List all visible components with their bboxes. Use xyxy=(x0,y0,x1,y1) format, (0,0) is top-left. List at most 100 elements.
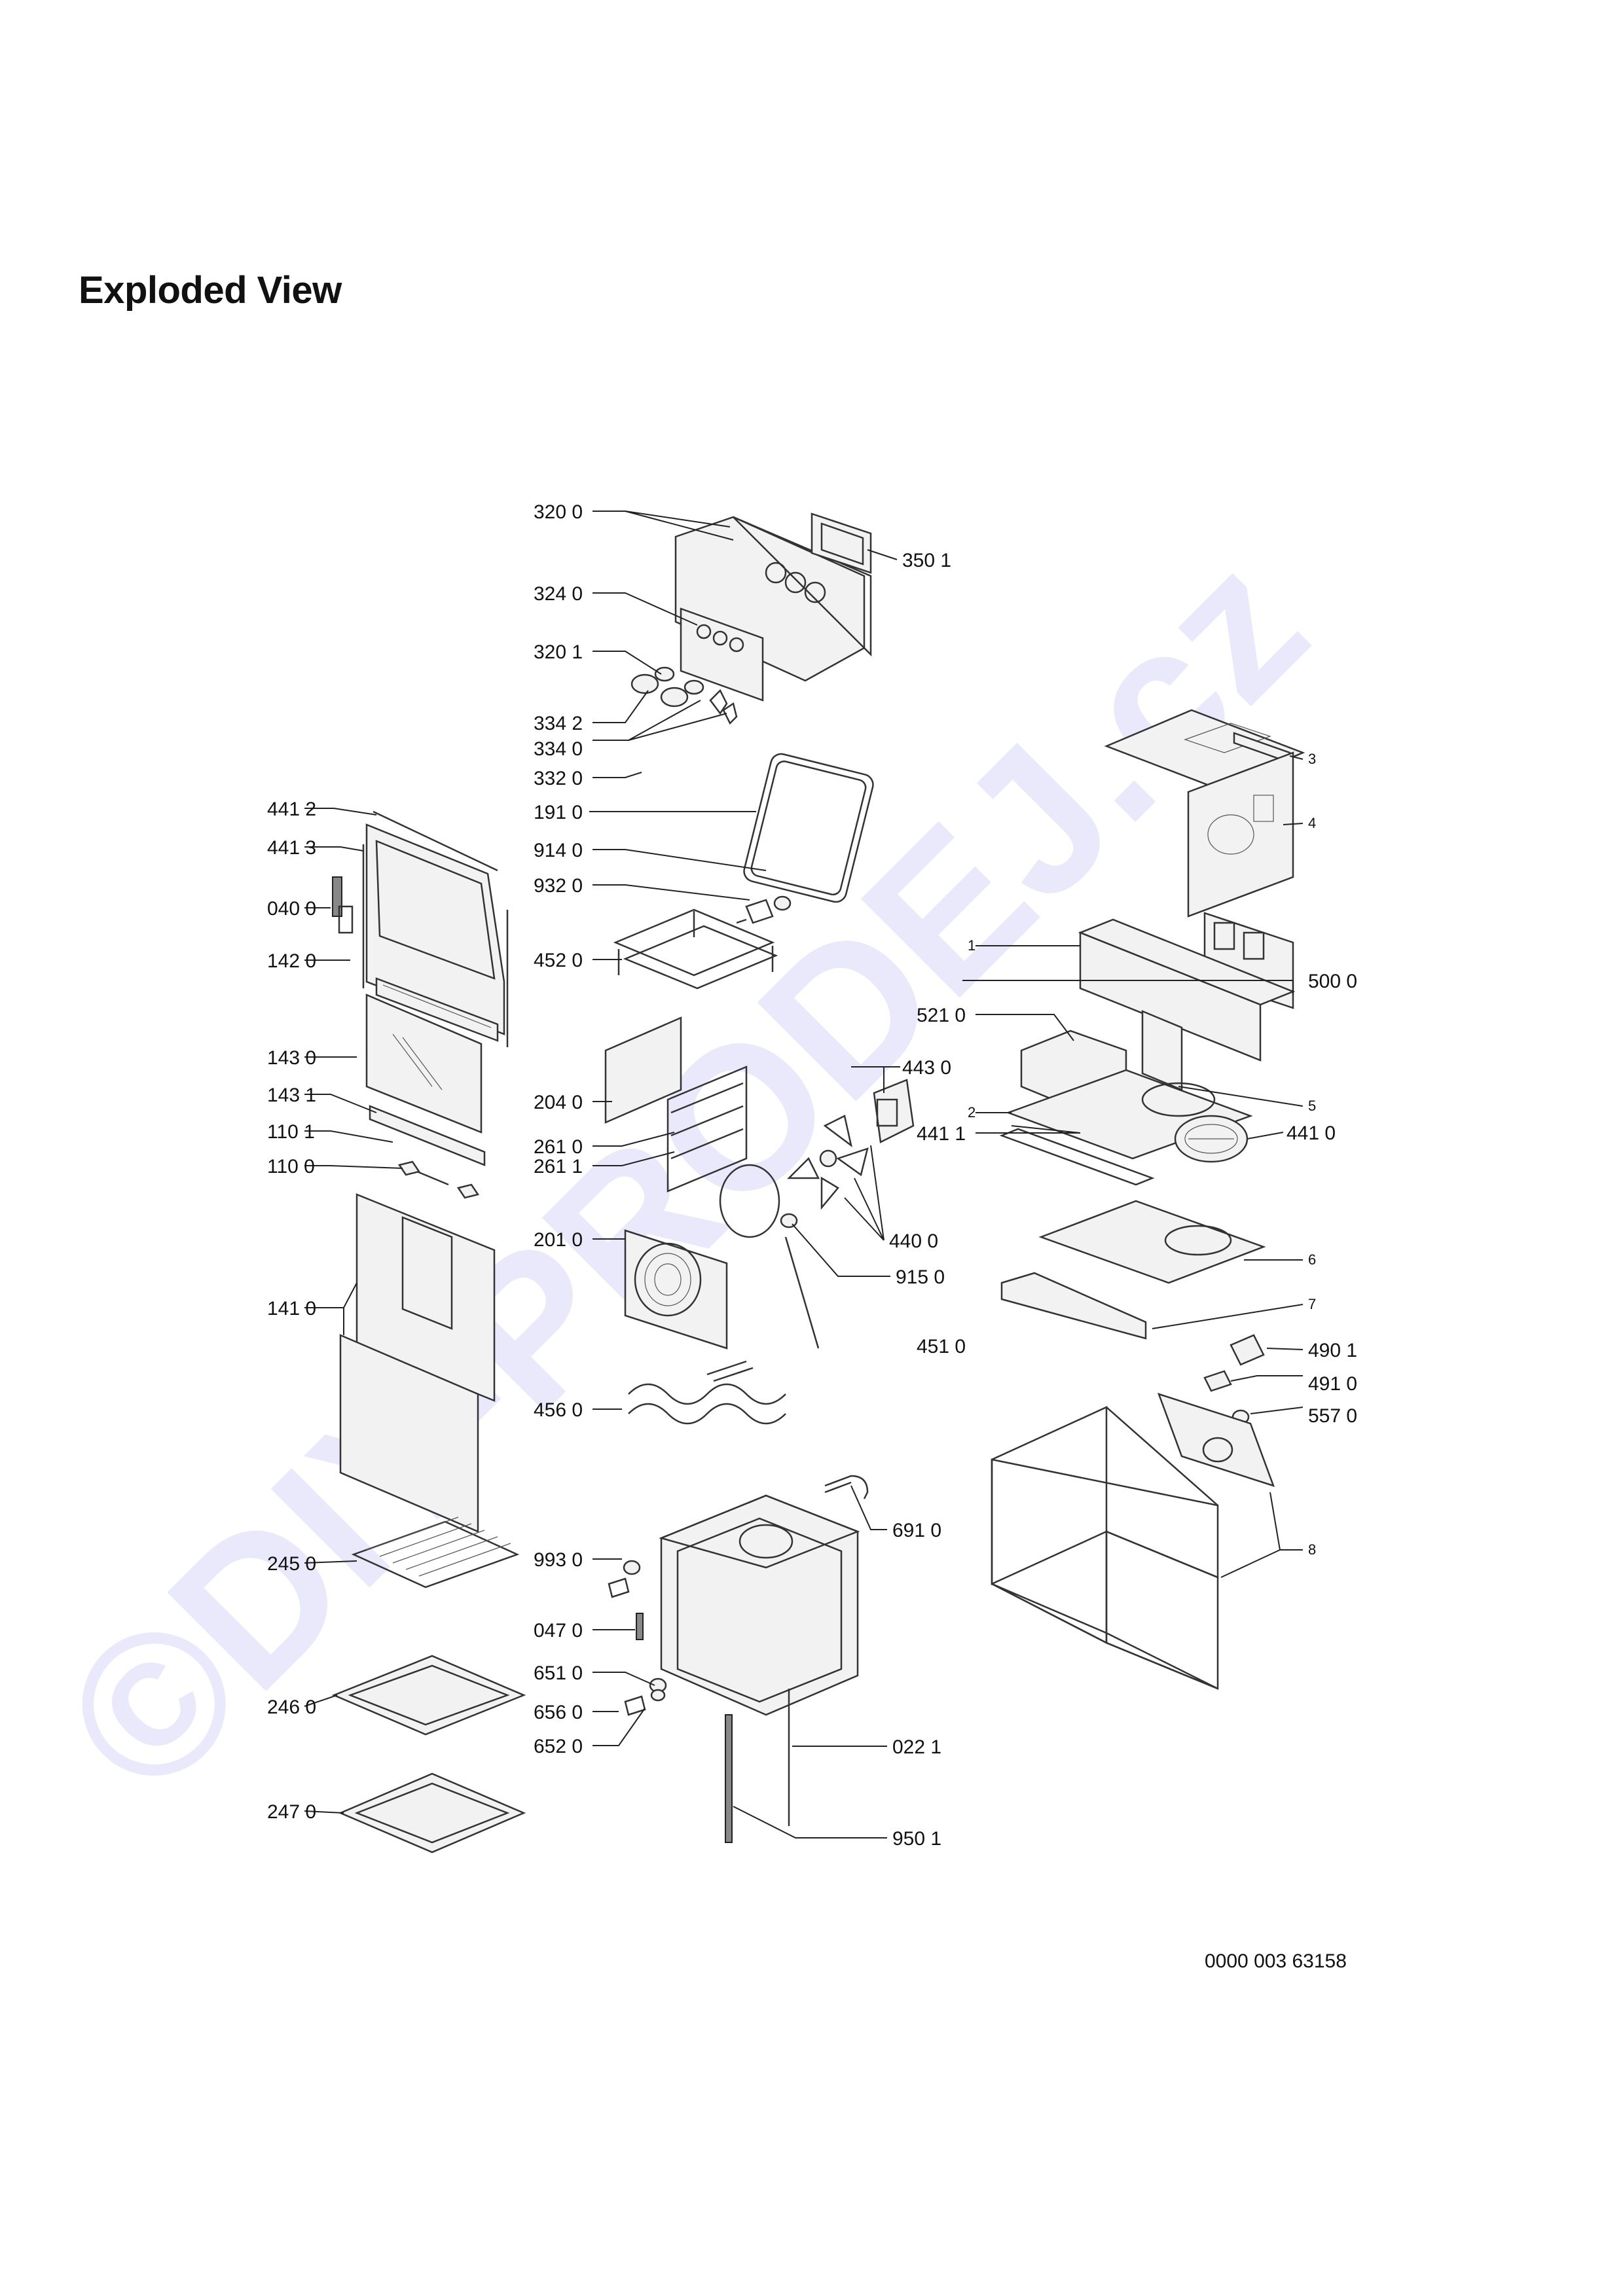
cooling-fan xyxy=(1174,1115,1249,1163)
rear-fan-cover xyxy=(624,1229,728,1350)
wire-rack-side xyxy=(613,908,778,990)
label-441-2: 441 2 xyxy=(267,798,316,820)
oven-cavity xyxy=(659,1494,860,1716)
door-hinge-strip xyxy=(375,977,499,1042)
label-8: 8 xyxy=(1308,1541,1316,1558)
label-201-0: 201 0 xyxy=(534,1229,583,1251)
label-441-3: 441 3 xyxy=(267,837,316,859)
door-seal xyxy=(743,753,874,903)
label-456-0: 456 0 xyxy=(534,1399,583,1421)
label-350-1: 350 1 xyxy=(902,550,951,571)
label-491-0: 491 0 xyxy=(1308,1373,1357,1395)
label-143-1: 143 1 xyxy=(267,1085,316,1106)
fan-gasket xyxy=(719,1164,820,1349)
label-332-0: 332 0 xyxy=(534,768,583,789)
fan-nut xyxy=(780,1213,798,1229)
label-191-0: 191 0 xyxy=(534,802,583,823)
grill-heating-element xyxy=(628,1360,786,1425)
label-324-0: 324 0 xyxy=(534,583,583,605)
label-6: 6 xyxy=(1308,1251,1316,1268)
label-261-1: 261 1 xyxy=(534,1156,583,1177)
label-1: 1 xyxy=(968,937,976,954)
door-glass-profile xyxy=(369,1105,486,1166)
door-outer-glass xyxy=(356,1193,496,1402)
label-451-0: 451 0 xyxy=(917,1336,966,1357)
page-title: Exploded View xyxy=(79,269,342,312)
door-inner-glass xyxy=(365,994,483,1134)
label-320-1: 320 1 xyxy=(534,641,583,663)
label-950-1: 950 1 xyxy=(892,1828,941,1850)
label-500-0: 500 0 xyxy=(1308,971,1357,992)
leader-lines xyxy=(304,511,1304,1839)
label-914-0: 914 0 xyxy=(534,840,583,861)
label-261-0: 261 0 xyxy=(534,1136,583,1158)
door-outer-frame xyxy=(362,810,509,1047)
label-143-0: 143 0 xyxy=(267,1047,316,1069)
label-440-0: 440 0 xyxy=(889,1230,938,1252)
baking-tray xyxy=(338,1772,526,1854)
enamel-tray xyxy=(331,1655,526,1736)
label-110-0: 110 0 xyxy=(267,1156,315,1177)
label-932-0: 932 0 xyxy=(534,875,583,897)
label-040-0: 040 0 xyxy=(267,898,316,920)
electronic-module-4 xyxy=(1187,751,1294,918)
label-320-0: 320 0 xyxy=(534,501,583,523)
label-110-1: 110 1 xyxy=(267,1121,315,1143)
connector-491-0 xyxy=(1203,1370,1232,1392)
cavity-lamp xyxy=(608,1560,641,1598)
wire-shelf xyxy=(351,1516,520,1588)
label-7: 7 xyxy=(1308,1296,1316,1312)
temperature-probe xyxy=(824,1475,869,1499)
label-443-0: 443 0 xyxy=(902,1057,951,1079)
label-142-0: 142 0 xyxy=(267,950,316,972)
fan-blade xyxy=(786,1115,869,1210)
label-5: 5 xyxy=(1308,1098,1316,1114)
door-seal-strip xyxy=(725,1689,790,1843)
callout-labels: 320 0 350 1 324 0 320 1 334 2 334 0 332 … xyxy=(267,501,1357,1850)
label-245-0: 245 0 xyxy=(267,1553,316,1575)
control-knobs xyxy=(630,666,738,725)
label-334-0: 334 0 xyxy=(534,738,583,760)
label-2: 2 xyxy=(968,1104,976,1121)
control-panel-insert xyxy=(680,607,764,702)
label-452-0: 452 0 xyxy=(534,950,583,971)
label-247-0: 247 0 xyxy=(267,1801,316,1823)
side-cover-plate xyxy=(604,1016,682,1124)
door-hinge xyxy=(332,876,354,934)
label-022-1: 022 1 xyxy=(892,1736,941,1758)
label-490-1: 490 1 xyxy=(1308,1340,1357,1361)
lamp-assembly xyxy=(736,895,792,924)
label-141-0: 141 0 xyxy=(267,1298,316,1319)
label-651-0: 651 0 xyxy=(534,1662,583,1684)
label-204-0: 204 0 xyxy=(534,1092,583,1113)
label-915-0: 915 0 xyxy=(896,1266,945,1288)
label-441-0: 441 0 xyxy=(1286,1122,1336,1144)
label-557-0: 557 0 xyxy=(1308,1405,1357,1427)
label-993-0: 993 0 xyxy=(534,1549,583,1571)
drawing-number: 0000 003 63158 xyxy=(1205,1950,1347,1972)
label-334-2: 334 2 xyxy=(534,713,583,734)
label-4: 4 xyxy=(1308,815,1316,831)
insulation-441-1 xyxy=(999,1128,1155,1186)
label-652-0: 652 0 xyxy=(534,1736,583,1757)
label-441-1: 441 1 xyxy=(917,1123,966,1145)
label-3: 3 xyxy=(1308,751,1316,767)
label-246-0: 246 0 xyxy=(267,1696,316,1718)
switch-490-1 xyxy=(1230,1334,1265,1366)
panel-trim-350 xyxy=(811,512,872,574)
outer-casing-8 xyxy=(991,1406,1219,1690)
base-plate-7 xyxy=(1000,1272,1147,1340)
fan-motor xyxy=(873,1079,915,1143)
door-handle xyxy=(397,1160,480,1199)
cavity-hinge-receiver xyxy=(636,1613,644,1640)
shelf-runners xyxy=(666,1066,748,1193)
label-047-0: 047 0 xyxy=(534,1620,583,1641)
door-panel-lower xyxy=(339,1334,479,1533)
label-656-0: 656 0 xyxy=(534,1702,583,1723)
top-panel-6 xyxy=(1038,1200,1266,1284)
label-521-0: 521 0 xyxy=(917,1005,966,1026)
label-691-0: 691 0 xyxy=(892,1520,941,1541)
thermostat-knob-group xyxy=(624,1677,667,1716)
